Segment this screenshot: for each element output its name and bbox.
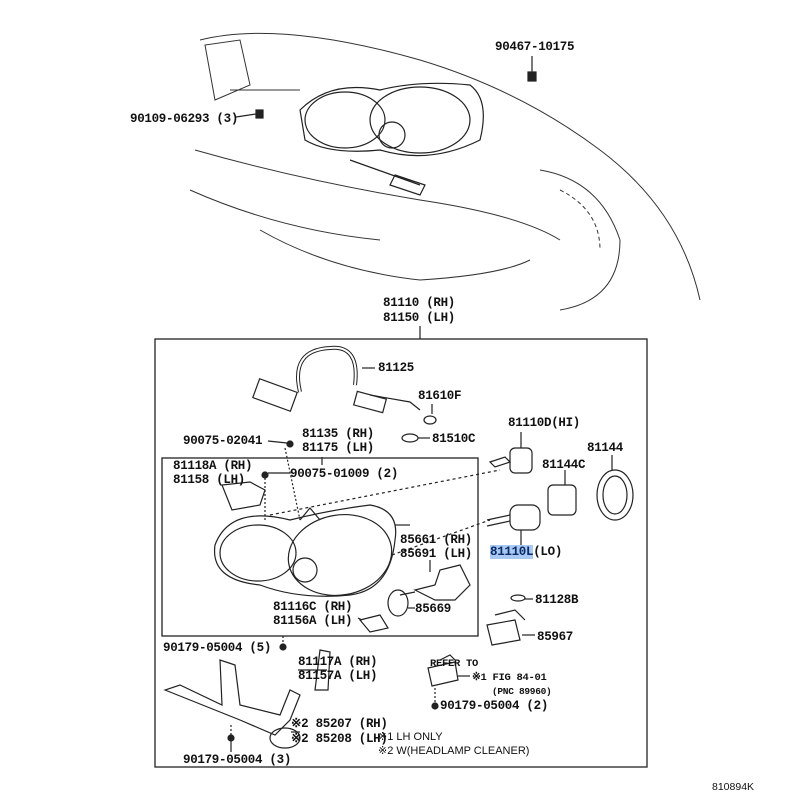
part-label-85691[interactable]: 85691 (LH) xyxy=(400,547,473,561)
assembly-label-rh[interactable]: 81110 (RH) xyxy=(383,296,456,310)
part-label-81510C[interactable]: 81510C xyxy=(432,432,476,446)
highlighted-part-number[interactable]: 81110L xyxy=(490,545,534,559)
part-label-81110L[interactable]: 81110L(LO) xyxy=(490,545,562,559)
part-label-81157A[interactable]: 81157A (LH) xyxy=(298,669,378,683)
refer-fig-link[interactable]: ※1 FIG 84-01 xyxy=(472,672,547,684)
part-label-81116C[interactable]: 81116C (RH) xyxy=(273,600,353,614)
part-label-81117A[interactable]: 81117A (RH) xyxy=(298,655,378,669)
part-label-81610F[interactable]: 81610F xyxy=(418,389,462,403)
part-label-81118A[interactable]: 81118A (RH) xyxy=(173,459,253,473)
diagram-id: 810894K xyxy=(712,781,755,793)
part-label-81144[interactable]: 81144 xyxy=(587,441,624,455)
headlamp-unit xyxy=(213,504,410,597)
footnote-1: ※1 LH ONLY xyxy=(378,731,443,743)
part-label-85967[interactable]: 85967 xyxy=(537,630,574,644)
part-label-90179-05004-3[interactable]: 90179-05004 (3) xyxy=(183,753,292,767)
headlamp-installed xyxy=(299,82,484,196)
part-label-81128B[interactable]: 81128B xyxy=(535,593,579,607)
refer-pnc: (PNC 89960) xyxy=(492,686,552,697)
part-label-90075-01009[interactable]: 90075-01009 (2) xyxy=(290,467,399,481)
part-label-90109-06293[interactable]: 90109-06293 (3) xyxy=(130,112,239,126)
assembly-label-lh[interactable]: 81150 (LH) xyxy=(383,311,456,325)
part-label-85669[interactable]: 85669 xyxy=(415,602,452,616)
part-label-81158[interactable]: 81158 (LH) xyxy=(173,473,246,487)
car-body-sketch xyxy=(189,32,701,311)
part-label-90179-05004-5[interactable]: 90179-05004 (5) xyxy=(163,641,272,655)
part-label-90467-10175[interactable]: 90467-10175 xyxy=(495,40,575,54)
socket-harness xyxy=(252,345,421,414)
part-label-90179-05004-2[interactable]: 90179-05004 (2) xyxy=(440,699,549,713)
bulb-hi xyxy=(488,432,533,474)
part-label-85208[interactable]: ※2 85208 (LH) xyxy=(291,732,388,746)
part-label-81135[interactable]: 81135 (RH) xyxy=(302,427,375,441)
part-label-85207[interactable]: ※2 85207 (RH) xyxy=(291,717,388,731)
headlamp-cleaner xyxy=(163,659,301,749)
part-label-90075-02041[interactable]: 90075-02041 xyxy=(183,434,263,448)
part-label-81110D[interactable]: 81110D(HI) xyxy=(508,416,581,430)
footnote-2: ※2 W(HEADLAMP CLEANER) xyxy=(378,745,530,757)
part-label-81175[interactable]: 81175 (LH) xyxy=(302,441,375,455)
part-label-81156A[interactable]: 81156A (LH) xyxy=(273,614,353,628)
bulb-lo xyxy=(486,504,541,546)
refer-to-label: REFER TO xyxy=(430,658,479,670)
part-label-85661[interactable]: 85661 (RH) xyxy=(400,533,473,547)
part-label-81144C[interactable]: 81144C xyxy=(542,458,586,472)
part-label-81125[interactable]: 81125 xyxy=(378,361,415,375)
part-suffix-lo: (LO) xyxy=(533,545,563,559)
